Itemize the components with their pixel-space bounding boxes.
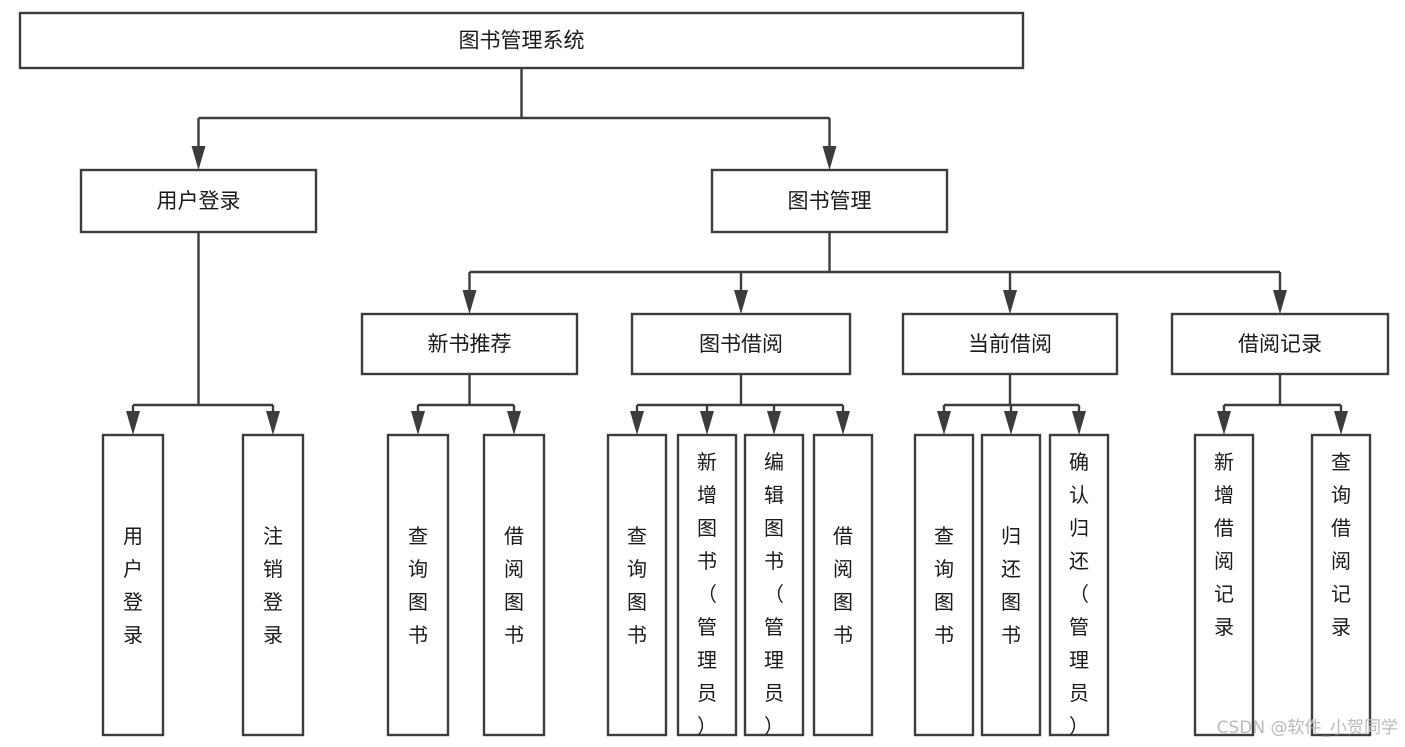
node-查询图书[interactable]: 查询图书 bbox=[386, 433, 450, 737]
node-用户登录[interactable]: 用户登录 bbox=[79, 168, 318, 234]
node-新增图书管理员[interactable]: 新增图书（管理员） bbox=[676, 433, 738, 738]
node-label: 借阅图书 bbox=[833, 524, 853, 647]
arrow-head-icon bbox=[1003, 290, 1017, 314]
arrow-head-icon bbox=[462, 290, 477, 314]
arrow-head-icon bbox=[507, 411, 521, 435]
node-label: 图书借阅 bbox=[699, 332, 783, 356]
node-label: 查询图书 bbox=[934, 524, 954, 647]
arrow-head-icon bbox=[630, 411, 644, 435]
node-当前借阅[interactable]: 当前借阅 bbox=[901, 312, 1119, 376]
connector-layer bbox=[126, 68, 1348, 435]
node-新增借阅记录[interactable]: 新增借阅记录 bbox=[1193, 433, 1255, 737]
node-label: 查询图书 bbox=[408, 524, 428, 647]
node-新书推荐[interactable]: 新书推荐 bbox=[360, 312, 579, 376]
node-label: 查询借阅记录 bbox=[1331, 450, 1351, 639]
node-label: 用户登录 bbox=[123, 524, 143, 647]
node-借阅图书[interactable]: 借阅图书 bbox=[482, 433, 546, 737]
node-box-编辑图书管理员[interactable] bbox=[743, 433, 805, 737]
node-box-图书管理[interactable] bbox=[710, 168, 949, 234]
node-box-图书管理系统[interactable] bbox=[18, 11, 1025, 70]
arrow-head-icon bbox=[1273, 290, 1287, 314]
node-图书管理[interactable]: 图书管理 bbox=[710, 168, 949, 234]
node-box-借阅图书[interactable] bbox=[812, 433, 874, 737]
arrow-head-icon bbox=[1334, 411, 1348, 435]
node-label: 确认归还（管理员） bbox=[1069, 450, 1089, 738]
node-归还图书[interactable]: 归还图书 bbox=[980, 433, 1042, 737]
node-确认归还管理员[interactable]: 确认归还（管理员） bbox=[1048, 433, 1110, 738]
node-label: 注销登录 bbox=[263, 524, 283, 647]
node-查询图书[interactable]: 查询图书 bbox=[913, 433, 975, 737]
node-label: 图书管理系统 bbox=[459, 29, 585, 53]
arrow-head-icon bbox=[1072, 411, 1086, 435]
node-label: 用户登录 bbox=[157, 189, 241, 213]
node-编辑图书管理员[interactable]: 编辑图书（管理员） bbox=[743, 433, 805, 738]
node-label: 图书管理 bbox=[788, 189, 872, 213]
arrow-head-icon bbox=[1004, 411, 1018, 435]
arrow-head-icon bbox=[836, 411, 850, 435]
node-box-借阅记录[interactable] bbox=[1170, 312, 1390, 376]
node-box-新增图书管理员[interactable] bbox=[676, 433, 738, 737]
arrow-head-icon bbox=[411, 411, 425, 435]
node-box-借阅图书[interactable] bbox=[482, 433, 546, 737]
node-box-注销登录[interactable] bbox=[241, 433, 305, 737]
node-box-用户登录[interactable] bbox=[79, 168, 318, 234]
node-label: 借阅记录 bbox=[1238, 332, 1322, 356]
arrow-head-icon bbox=[1217, 411, 1231, 435]
node-label: 新书推荐 bbox=[428, 332, 512, 356]
node-box-查询图书[interactable] bbox=[606, 433, 668, 737]
arrow-head-icon bbox=[767, 411, 781, 435]
arrow-head-icon bbox=[700, 411, 714, 435]
node-label: 查询图书 bbox=[627, 524, 647, 647]
node-box-图书借阅[interactable] bbox=[630, 312, 852, 376]
node-label: 归还图书 bbox=[1001, 524, 1021, 647]
node-查询借阅记录[interactable]: 查询借阅记录 bbox=[1310, 433, 1372, 737]
node-label: 当前借阅 bbox=[968, 332, 1052, 356]
node-label: 新增借阅记录 bbox=[1214, 450, 1234, 639]
node-label: 借阅图书 bbox=[504, 524, 524, 647]
node-用户登录[interactable]: 用户登录 bbox=[101, 433, 165, 737]
node-查询图书[interactable]: 查询图书 bbox=[606, 433, 668, 737]
node-box-当前借阅[interactable] bbox=[901, 312, 1119, 376]
node-label: 新增图书（管理员） bbox=[697, 450, 717, 738]
node-借阅记录[interactable]: 借阅记录 bbox=[1170, 312, 1390, 376]
node-box-确认归还管理员[interactable] bbox=[1048, 433, 1110, 737]
arrow-head-icon bbox=[734, 290, 748, 314]
node-box-用户登录[interactable] bbox=[101, 433, 165, 737]
node-借阅图书[interactable]: 借阅图书 bbox=[812, 433, 874, 737]
csdn-watermark: CSDN @软件_小贺同学 bbox=[1217, 718, 1398, 738]
node-box-查询图书[interactable] bbox=[913, 433, 975, 737]
node-box-查询借阅记录[interactable] bbox=[1310, 433, 1372, 737]
arrow-head-icon bbox=[191, 146, 206, 170]
arrow-head-icon bbox=[822, 146, 837, 170]
arrow-head-icon bbox=[937, 411, 951, 435]
node-图书借阅[interactable]: 图书借阅 bbox=[630, 312, 852, 376]
node-box-新书推荐[interactable] bbox=[360, 312, 579, 376]
node-box-归还图书[interactable] bbox=[980, 433, 1042, 737]
node-图书管理系统[interactable]: 图书管理系统 bbox=[18, 11, 1025, 70]
node-box-查询图书[interactable] bbox=[386, 433, 450, 737]
arrow-head-icon bbox=[266, 411, 280, 435]
arrow-head-icon bbox=[126, 411, 140, 435]
node-注销登录[interactable]: 注销登录 bbox=[241, 433, 305, 737]
node-layer: 图书管理系统用户登录图书管理新书推荐图书借阅当前借阅借阅记录用户登录注销登录查询… bbox=[18, 11, 1390, 738]
node-label: 编辑图书（管理员） bbox=[764, 450, 784, 738]
node-box-新增借阅记录[interactable] bbox=[1193, 433, 1255, 737]
